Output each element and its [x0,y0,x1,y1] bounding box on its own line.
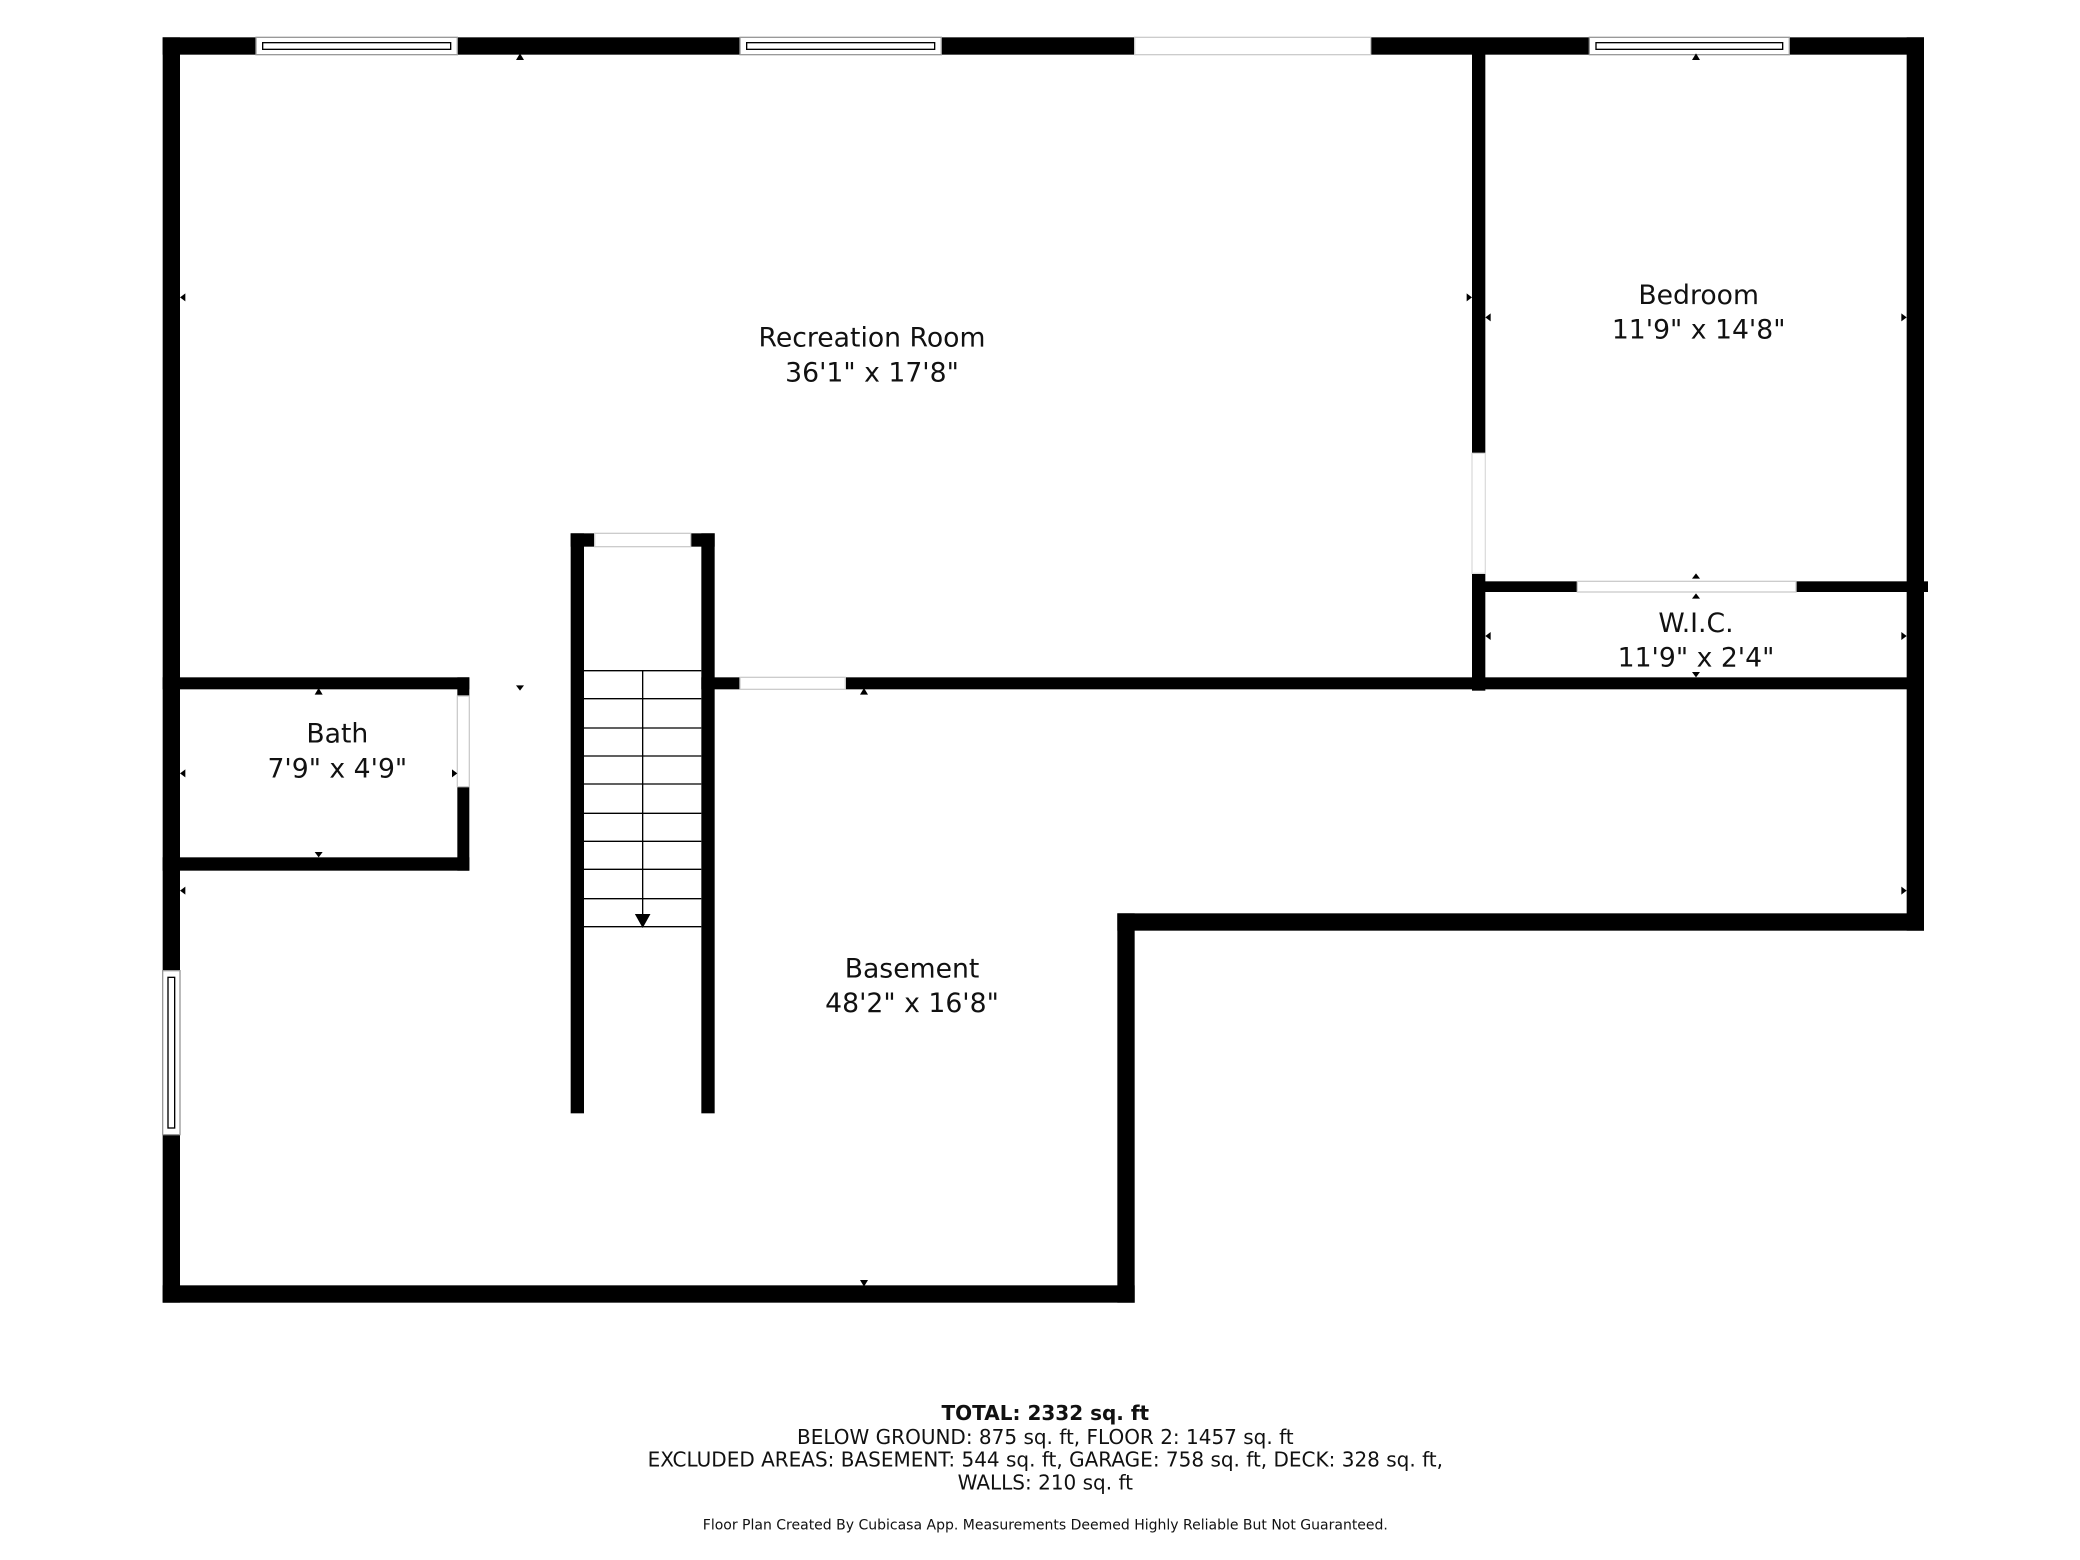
room-dims-basement: 48'2" x 16'8" [825,988,999,1019]
room-name-recreation: Recreation Room [759,323,986,354]
door-opening [1471,452,1486,574]
total-area: TOTAL: 2332 sq. ft [942,1401,1150,1425]
room-name-bedroom: Bedroom [1638,280,1759,311]
door-opening [456,695,470,788]
area-line-2: EXCLUDED AREAS: BASEMENT: 544 sq. ft, GA… [648,1448,1443,1472]
room-name-basement: Basement [845,953,980,984]
door-opening [1576,580,1797,593]
room-dims-recreation: 36'1" x 17'8" [785,357,959,388]
window [1588,36,1790,56]
stair-arrow-icon [634,914,651,929]
room-labels: Recreation Room 36'1" x 17'8" Bedroom 11… [267,280,1785,1019]
area-line-3: WALLS: 210 sq. ft [958,1470,1133,1494]
room-name-bath: Bath [306,719,368,750]
area-summary: TOTAL: 2332 sq. ft BELOW GROUND: 875 sq.… [648,1401,1443,1533]
door-opening [739,676,846,690]
staircase [584,670,702,929]
window [739,36,942,56]
room-dims-wic: 11'9" x 2'4" [1618,643,1775,674]
window [255,36,458,56]
opening [1133,36,1372,56]
window [161,969,181,1136]
room-dims-bath: 7'9" x 4'9" [267,753,407,784]
room-name-wic: W.I.C. [1658,608,1733,639]
area-line-1: BELOW GROUND: 875 sq. ft, FLOOR 2: 1457 … [797,1425,1294,1449]
openings [161,36,1797,1136]
room-dims-bedroom: 11'9" x 14'8" [1612,315,1786,346]
disclaimer: Floor Plan Created By Cubicasa App. Meas… [703,1517,1388,1533]
door-opening [594,532,692,548]
dimension-markers [180,53,1907,1287]
